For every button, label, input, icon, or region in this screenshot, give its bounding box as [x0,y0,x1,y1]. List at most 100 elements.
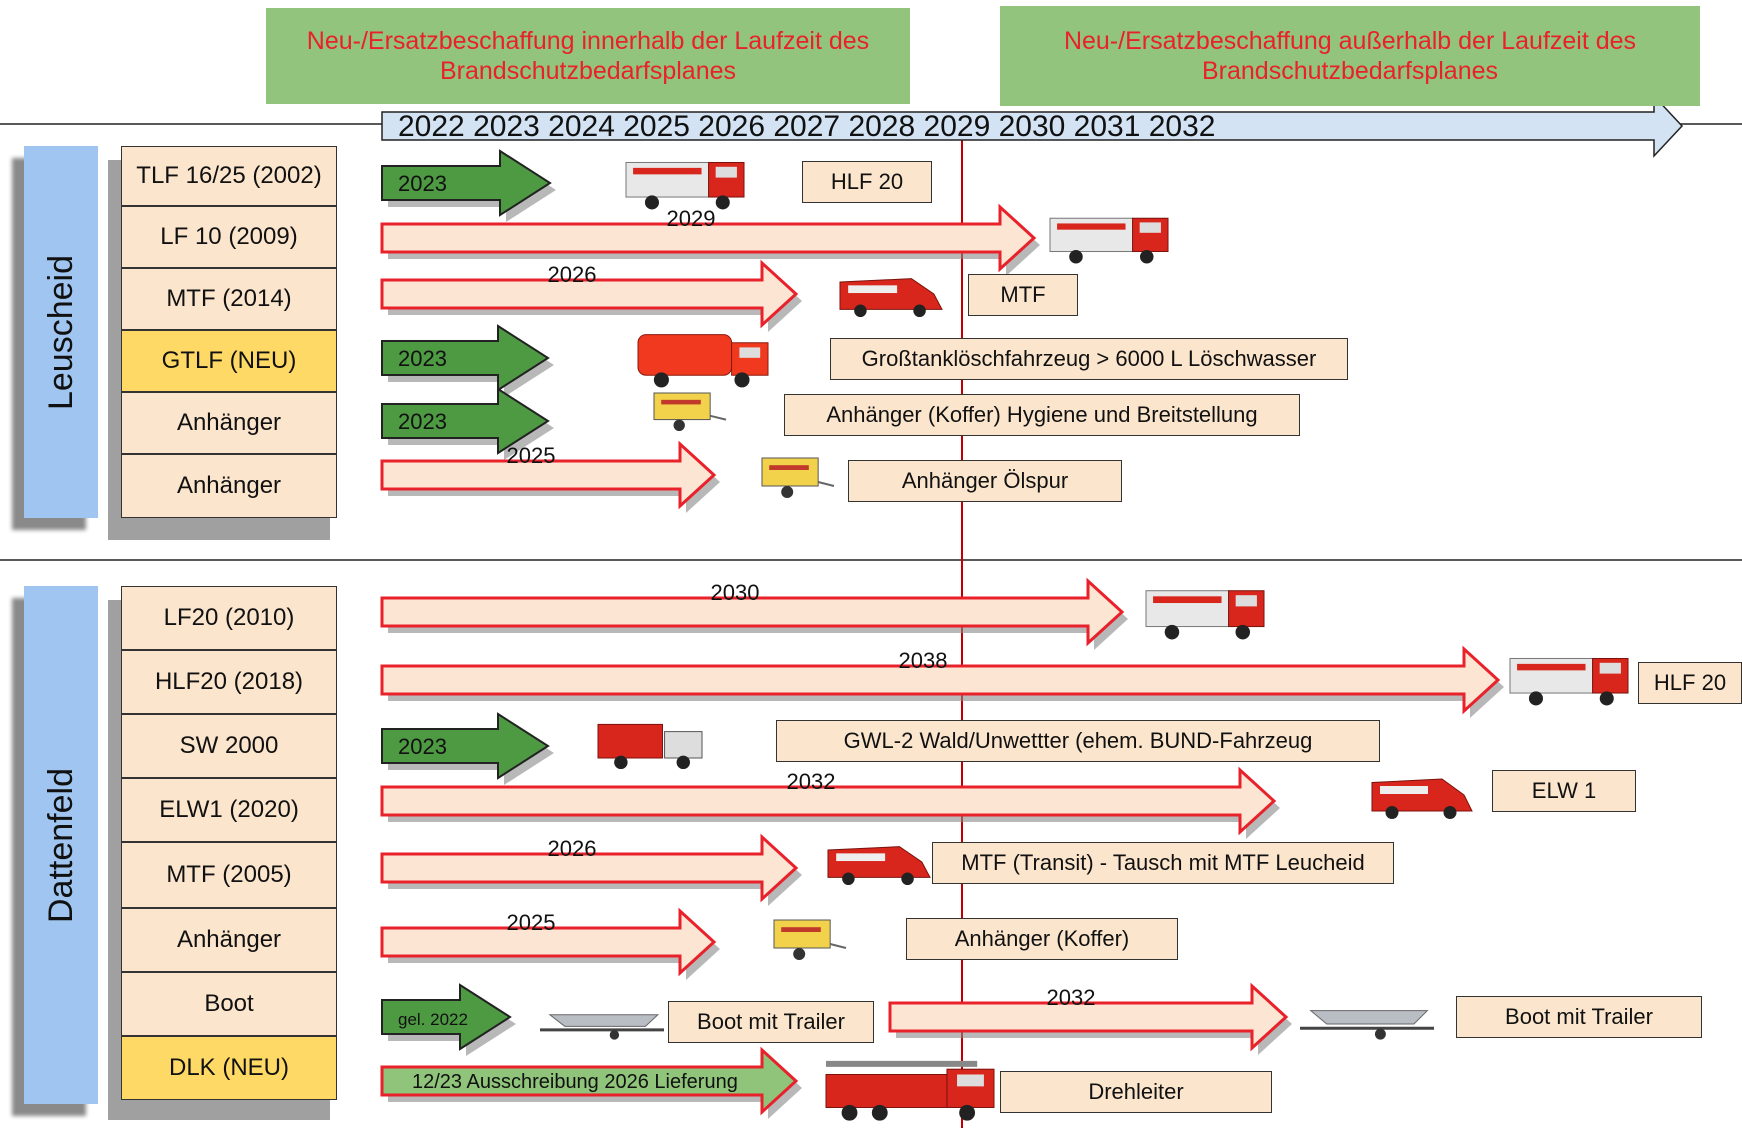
note-box: ELW 1 [1492,770,1636,812]
vehicle-label: Anhänger [176,472,282,499]
arrow-body [380,259,799,329]
arrow-body [381,387,550,455]
note-text: Anhänger (Koffer) Hygiene und Breitstell… [826,402,1258,427]
green-arrow: 2023 [381,387,554,460]
box-truck-icon [597,723,703,770]
vehicle-label: Anhänger [176,409,282,436]
arrow-body [888,982,1289,1052]
arrow-label: 2025 [507,443,556,468]
boat-trailer-icon [1300,1010,1434,1040]
green-arrow: 2023 [381,712,554,785]
banner-within-text: Neu-/Ersatzbeschaffung innerhalb der Lau… [306,27,870,85]
group-name: Leuscheid [41,254,80,410]
note-text: MTF (Transit) - Tausch mit MTF Leucheid [961,850,1365,875]
arrow-label: 2026 [548,836,597,861]
red-arrow: 12/23 Ausschreibung 2026 Lieferung [380,1046,802,1119]
red-arrow: 2029 [380,203,1040,276]
note-text: ELW 1 [1531,778,1597,803]
note-text: Anhänger (Koffer) [954,926,1130,951]
red-arrow: 2032 [380,766,1280,839]
arrow-label: 2032 [1047,985,1096,1010]
vehicle-label: DLK (NEU) [168,1054,289,1081]
arrow-label: 2032 [787,769,836,794]
vehicle-cell: TLF 16/25 (2002) [121,146,337,206]
note-box: Drehleiter [1000,1071,1272,1113]
vehicle-label: TLF 16/25 (2002) [136,162,322,189]
arrow-body [380,833,799,903]
red-arrow: 2038 [380,645,1504,718]
van-icon [827,846,931,886]
arrow-label: 2025 [507,910,556,935]
fire-truck-icon [1145,590,1265,640]
arrow-label: 12/23 Ausschreibung 2026 Lieferung [412,1071,738,1093]
vehicle-cell: HLF20 (2018) [121,650,337,714]
arrow-body [381,983,512,1051]
note-text: Anhänger Ölspur [901,468,1069,493]
arrow-label: 2023 [398,734,447,759]
boat-trailer-icon [540,1014,664,1040]
vehicle-label: Boot [204,990,254,1017]
vehicle-label: MTF (2014) [166,285,292,312]
vehicle-label: GTLF (NEU) [161,347,297,374]
vehicle-cell: LF20 (2010) [121,586,337,650]
van-icon [839,278,943,318]
arrow-body [380,440,717,510]
note-text: HLF 20 [1653,670,1727,695]
arrow-label: gel. 2022 [398,1010,468,1029]
fire-truck-icon [1049,217,1169,264]
green-arrow: 2023 [381,324,554,397]
note-box: GWL-2 Wald/Unwettter (ehem. BUND-Fahrzeu… [776,720,1380,762]
arrow-label: 2023 [398,171,447,196]
group-label-dattenfeld: Dattenfeld [24,586,98,1104]
banner-within-plan: Neu-/Ersatzbeschaffung innerhalb der Lau… [266,8,910,104]
arrow-body [380,907,717,977]
trailer-icon [653,392,727,431]
vehicle-label: ELW1 (2020) [159,796,299,823]
arrow-body [381,324,550,392]
vehicle-label: HLF20 (2018) [154,668,304,695]
vehicle-label: Anhänger [176,926,282,953]
note-text: Boot mit Trailer [697,1009,845,1034]
arrow-body [381,149,552,217]
fire-truck-icon [1509,657,1629,706]
note-box: Großtanklöschfahrzeug > 6000 L Löschwass… [830,338,1348,380]
vehicle-cell: Anhänger [121,392,337,454]
note-box: Boot mit Trailer [1456,996,1702,1038]
vehicle-cell: LF 10 (2009) [121,206,337,268]
group-label-leuscheid: Leuscheid [24,146,98,518]
green-arrow: gel. 2022 [381,983,516,1056]
trailer-icon [773,919,847,960]
fire-truck-icon [625,161,745,210]
arrow-label: 2029 [667,206,716,231]
arrow-body [380,577,1125,647]
vehicle-cell: MTF (2005) [121,842,337,908]
vehicle-label: LF 10 (2009) [160,223,298,250]
vehicle-label: SW 2000 [179,732,279,759]
timeline-years: 2022 2023 2024 2025 2026 2027 2028 2029 … [398,110,1215,143]
note-box: Anhänger Ölspur [848,460,1122,502]
note-box: Boot mit Trailer [668,1001,874,1043]
vehicle-cell: SW 2000 [121,714,337,778]
vehicle-cell: ELW1 (2020) [121,778,337,842]
vehicle-label: LF20 (2010) [163,604,295,631]
timeline-arrow [381,94,1684,158]
van-icon [1371,778,1473,819]
vehicle-label: MTF (2005) [166,861,292,888]
arrow-body [380,645,1501,715]
banner-outside-text: Neu-/Ersatzbeschaffung außerhalb der Lau… [1063,27,1637,85]
note-box: Anhänger (Koffer) [906,918,1178,960]
note-box: Anhänger (Koffer) Hygiene und Breitstell… [784,394,1300,436]
note-box: HLF 20 [1638,662,1742,704]
note-text: Boot mit Trailer [1505,1004,1653,1029]
note-box: HLF 20 [802,161,932,203]
vehicle-cell: Anhänger [121,454,337,518]
arrow-label: 2038 [899,648,948,673]
arrow-body [380,203,1037,273]
red-arrow: 2025 [380,907,720,980]
vehicle-cell: Boot [121,972,337,1036]
red-arrow: 2026 [380,833,802,906]
trailer-icon [761,457,835,498]
note-text: Drehleiter [1088,1079,1184,1104]
red-arrow: 2032 [888,982,1292,1055]
